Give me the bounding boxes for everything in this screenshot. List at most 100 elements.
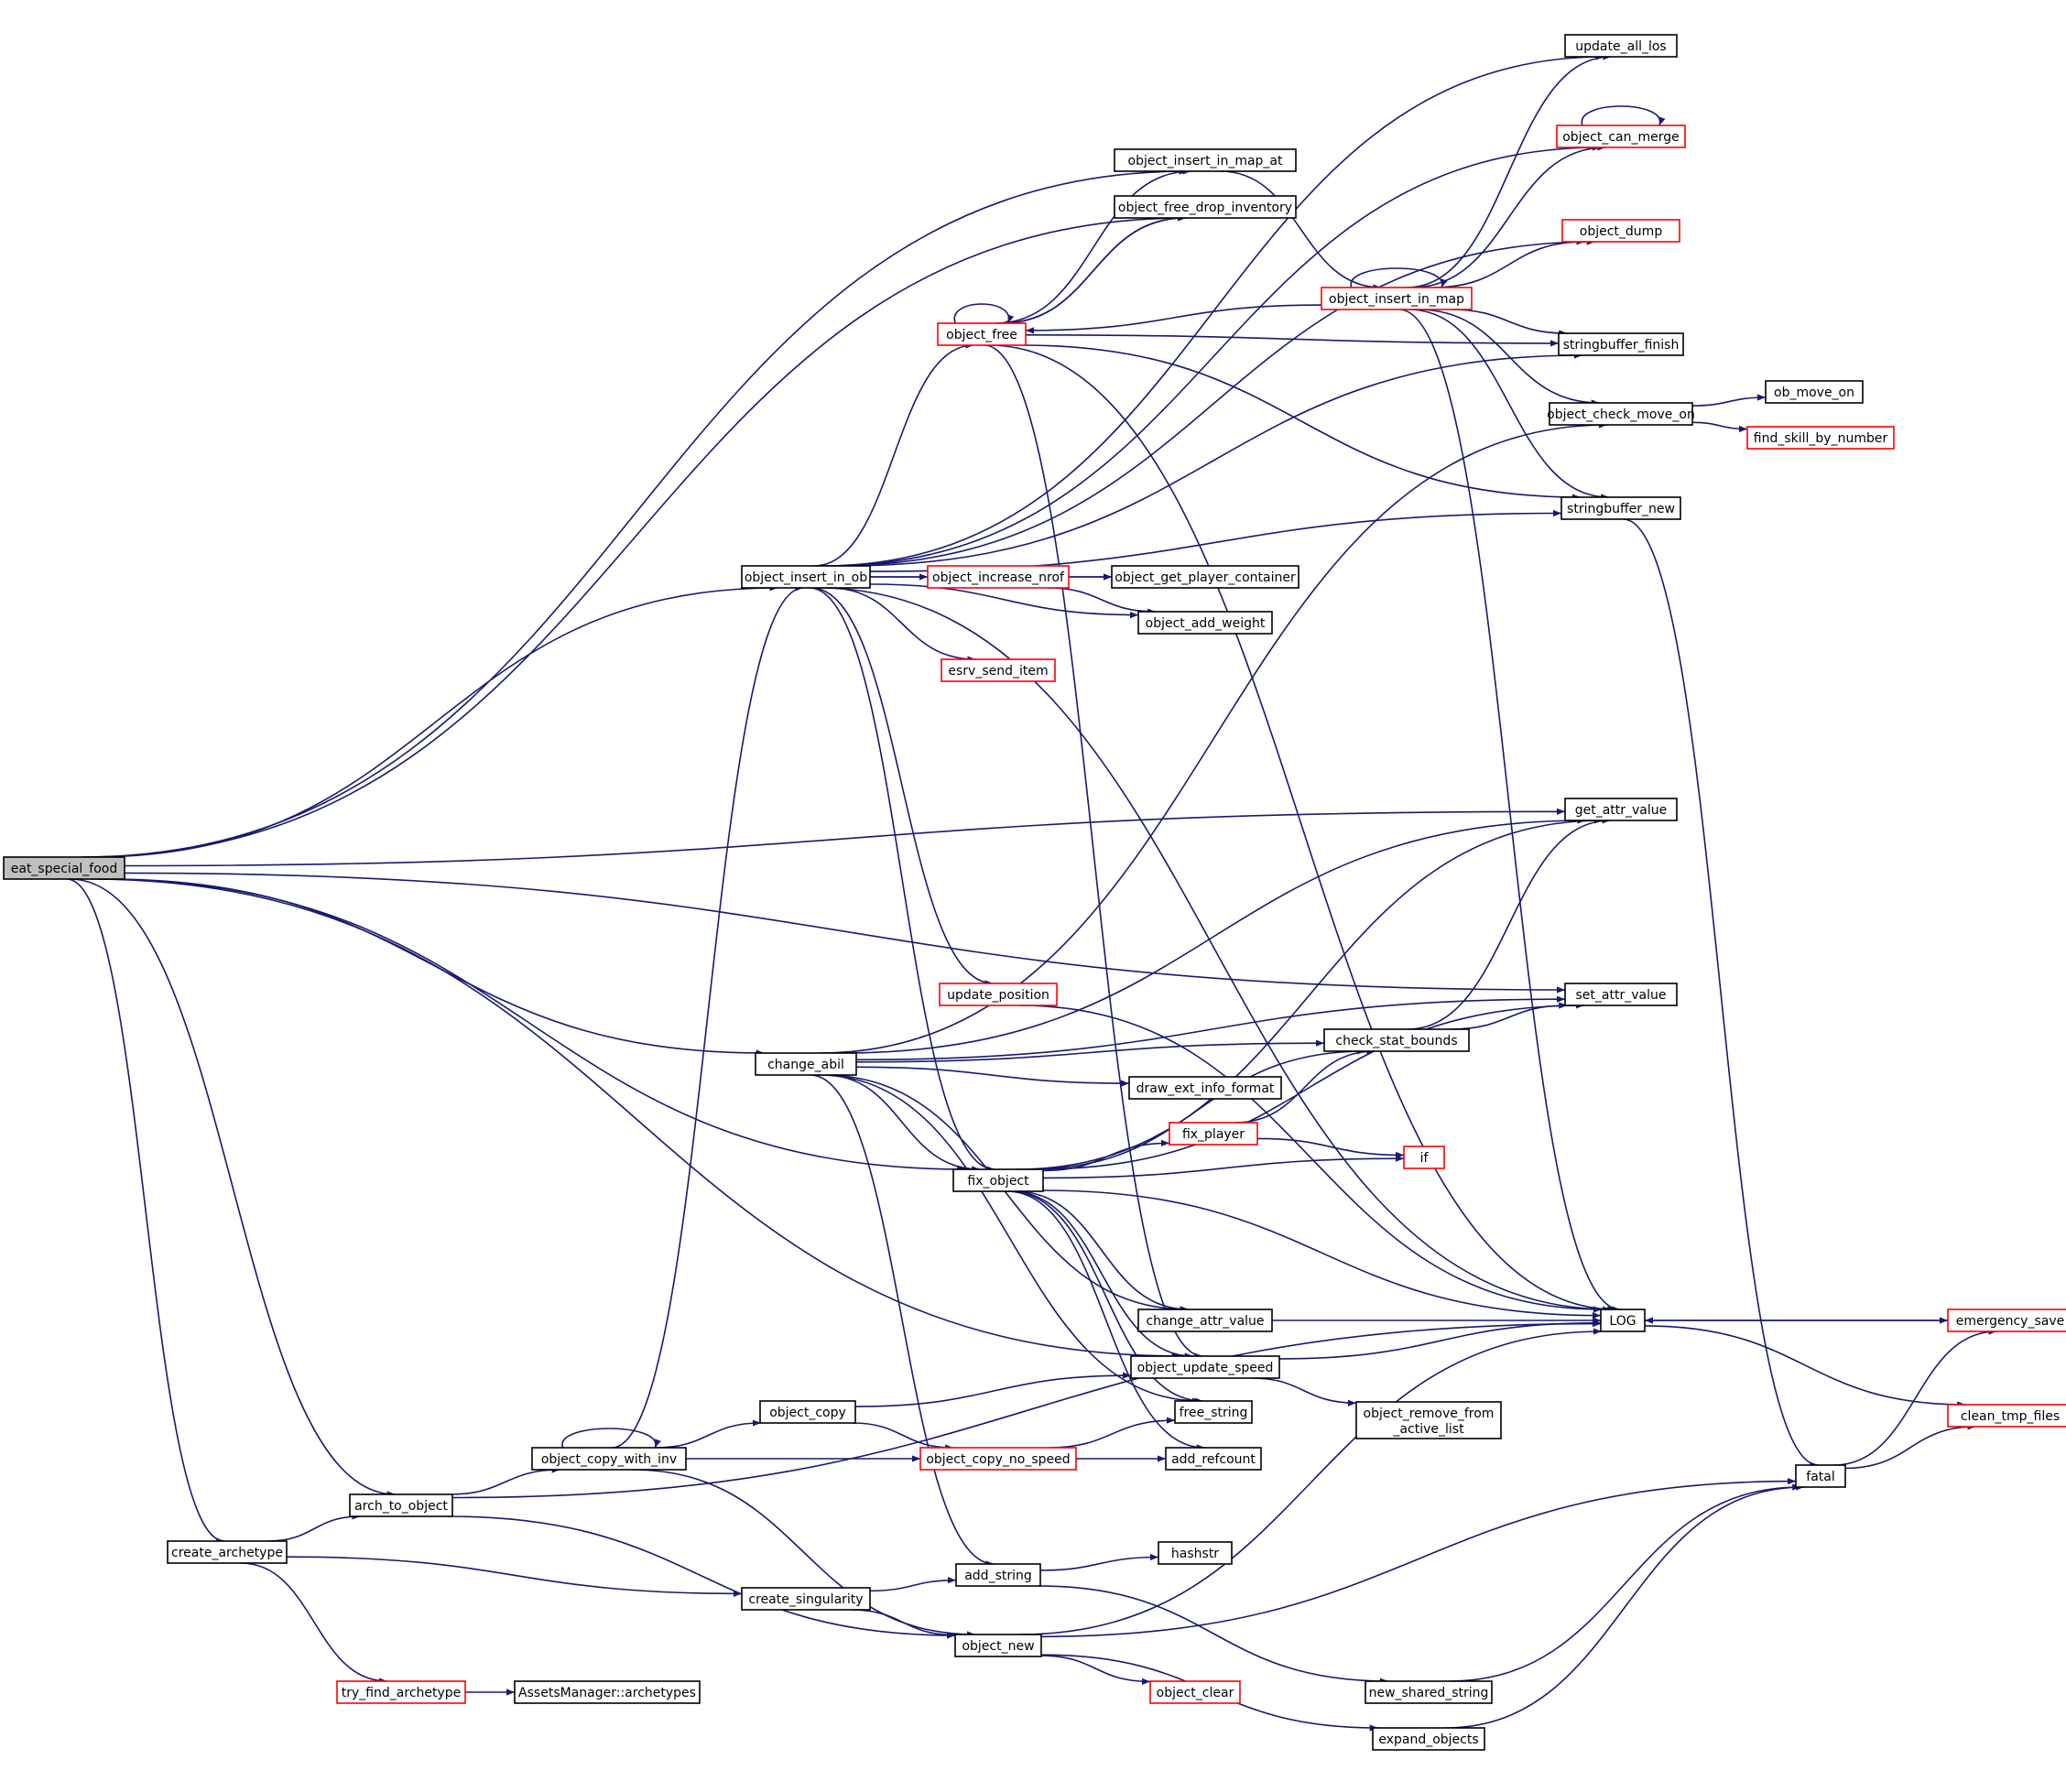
node-box [1549,402,1693,426]
edge-object_free-to-stringbuffer_new [1022,344,1581,501]
edge-eat_special_food-to-create_archetype [66,878,225,1545]
node-expand_objects[interactable]: expand_objects [1372,1727,1485,1751]
edge-object_new-to-LOG [1019,1328,1602,1635]
node-box [1600,1309,1646,1332]
node-fatal[interactable]: fatal [1795,1464,1846,1488]
node-arch_to_object[interactable]: arch_to_object [349,1493,453,1517]
node-update_all_los[interactable]: update_all_los [1564,34,1678,58]
edge-fix_object-to-add_refcount [1006,1190,1205,1451]
node-label: object_check_move_on [1547,407,1695,422]
node-create_archetype[interactable]: create_archetype [167,1540,288,1564]
node-change_attr_value[interactable]: change_attr_value [1137,1309,1273,1332]
node-box [1560,496,1681,520]
edge-object_check_move_on-to-ob_move_on [1691,394,1767,407]
edge-fix_object-to-change_attr_value [1014,1190,1190,1313]
node-box [927,565,1070,589]
node-object_clear[interactable]: object_clear [1149,1680,1241,1704]
edge-change_abil-to-draw_ext_info_format [855,1066,1130,1087]
node-object_update_speed[interactable]: object_update_speed [1130,1355,1280,1379]
node-object_copy_no_speed[interactable]: object_copy_no_speed [919,1447,1077,1471]
node-esrv_send_item[interactable]: esrv_send_item [941,658,1056,682]
node-object_copy[interactable]: object_copy [759,1400,856,1424]
node-box [1323,1028,1470,1052]
edge-fix_object-to-if [1042,1155,1405,1179]
node-object_check_move_on[interactable]: object_check_move_on [1547,402,1695,426]
node-check_stat_bounds[interactable]: check_stat_bounds [1323,1028,1470,1052]
node-object_remove_from_active_list[interactable]: object_remove_from_active_list [1355,1401,1502,1439]
node-try_find_archetype[interactable]: try_find_archetype [336,1680,466,1704]
node-label: emergency_save [1956,1314,2065,1329]
node-box [1169,1122,1258,1146]
node-label: object_free [946,328,1017,342]
node-object_insert_in_map_at[interactable]: object_insert_in_map_at [1114,148,1297,172]
edge-create_singularity-to-object_new [851,1609,956,1639]
node-create_singularity[interactable]: create_singularity [741,1587,871,1611]
node-change_abil[interactable]: change_abil [755,1052,857,1076]
node-clean_tmp_files[interactable]: clean_tmp_files [1947,1404,2066,1428]
node-object_copy_with_inv[interactable]: object_copy_with_inv [531,1447,687,1471]
node-free_string[interactable]: free_string [1174,1400,1253,1424]
node-if[interactable]: if [1403,1146,1445,1169]
edge-object_free-to-object_insert_in_map_at [995,168,1191,324]
node-box [167,1540,288,1564]
node-box [1130,1355,1280,1379]
node-label: object_copy [769,1406,846,1420]
node-box [1947,1404,2066,1428]
node-object_get_player_container[interactable]: object_get_player_container [1111,565,1299,589]
node-object_new[interactable]: object_new [954,1634,1042,1657]
edge-object_insert_in_ob-to-object_free [813,342,974,567]
edge-object_check_move_on-to-find_skill_by_number [1691,421,1748,433]
node-LOG[interactable]: LOG [1600,1309,1646,1332]
node-ob_move_on[interactable]: ob_move_on [1765,380,1864,404]
edge-object_copy_with_inv-to-object_copy_with_inv [561,1428,661,1449]
node-label: AssetsManager::archetypes [518,1686,696,1700]
node-fix_object[interactable]: fix_object [952,1168,1044,1192]
node-update_position[interactable]: update_position [939,983,1058,1006]
node-object_free[interactable]: object_free [937,322,1027,346]
node-object_add_weight[interactable]: object_add_weight [1137,611,1273,635]
node-label: object_insert_in_ob [745,570,867,585]
node-label: object_get_player_container [1115,570,1296,585]
node-label: object_can_merge [1562,130,1680,145]
edge-fatal-to-emergency_save [1833,1328,1997,1466]
node-label: object_insert_in_map_at [1128,154,1284,168]
node-draw_ext_info_format[interactable]: draw_ext_info_format [1128,1076,1282,1100]
node-object_dump[interactable]: object_dump [1561,219,1680,243]
node-fix_player[interactable]: fix_player [1169,1122,1258,1146]
node-box [1137,611,1273,635]
edge-object_insert_in_ob-to-stringbuffer_finish [843,352,1583,567]
node-object_increase_nrof[interactable]: object_increase_nrof [927,565,1070,589]
node-set_attr_value[interactable]: set_attr_value [1564,983,1678,1006]
edge-eat_special_food-to-arch_to_object [70,878,396,1498]
node-AssetsManager_archetypes[interactable]: AssetsManager::archetypes [514,1680,701,1704]
node-label: expand_objects [1378,1732,1478,1747]
node-label: update_position [947,988,1049,1003]
node-box [755,1052,857,1076]
node-eat_special_food[interactable]: eat_special_food [3,856,125,880]
edge-object_insert_in_map-to-object_can_merge [1411,144,1606,288]
edge-stringbuffer_new-to-fatal [1623,518,1819,1469]
edge-fatal-to-clean_tmp_files [1844,1423,1976,1470]
node-add_string[interactable]: add_string [955,1563,1041,1587]
node-object_insert_in_map[interactable]: object_insert_in_map [1321,287,1473,310]
node-object_can_merge[interactable]: object_can_merge [1556,125,1686,148]
node-box [1128,1076,1282,1100]
node-hashstr[interactable]: hashstr [1158,1541,1233,1565]
node-box [1365,1680,1493,1704]
node-object_free_drop_inventory[interactable]: object_free_drop_inventory [1114,195,1297,219]
node-object_insert_in_ob[interactable]: object_insert_in_ob [741,565,871,589]
edge-object_free-to-object_free [953,303,1015,324]
node-add_refcount[interactable]: add_refcount [1165,1447,1262,1471]
node-find_skill_by_number[interactable]: find_skill_by_number [1746,426,1895,450]
edge-create_archetype-to-arch_to_object [267,1513,361,1542]
edge-object_new-to-object_clear [1040,1655,1151,1685]
node-get_attr_value[interactable]: get_attr_value [1564,798,1678,821]
node-label: get_attr_value [1575,803,1668,818]
edge-change_abil-to-fix_object [823,1074,981,1173]
node-stringbuffer_finish[interactable]: stringbuffer_finish [1558,332,1684,356]
node-stringbuffer_new[interactable]: stringbuffer_new [1560,496,1681,520]
node-box [1137,1309,1273,1332]
node-emergency_save[interactable]: emergency_save [1947,1309,2066,1332]
node-new_shared_string[interactable]: new_shared_string [1365,1680,1493,1704]
edge-fix_object-to-check_stat_bounds [1029,1048,1365,1170]
